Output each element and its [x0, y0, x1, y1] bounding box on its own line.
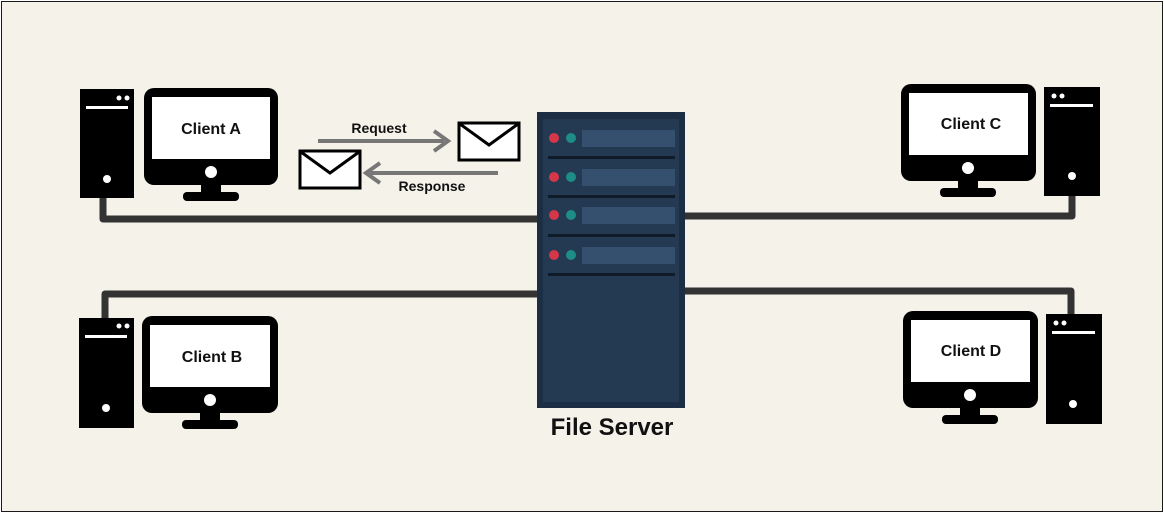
network-cables [99, 189, 1076, 324]
server-unit [548, 207, 675, 237]
client-a: Client A [80, 88, 278, 201]
response-label: Response [399, 178, 466, 194]
client-d-label: Client D [941, 343, 1001, 360]
request-arrow-icon [318, 129, 452, 153]
cable-client-c [680, 189, 1076, 220]
tower-icon [80, 89, 134, 198]
server-unit [548, 247, 675, 276]
monitor-icon [901, 84, 1036, 197]
client-d: Client D [903, 311, 1102, 424]
envelope-icon [457, 121, 521, 162]
monitor-icon [144, 88, 278, 201]
file-server: File Server [537, 112, 685, 441]
response-flow: Response [298, 149, 498, 194]
server-unit [548, 130, 675, 159]
tower-icon [1044, 87, 1100, 196]
envelope-icon [298, 149, 362, 190]
server-rack-icon [537, 112, 685, 408]
client-b-label: Client B [182, 349, 242, 366]
file-server-label: File Server [551, 414, 674, 441]
monitor-icon [142, 316, 278, 429]
server-unit [548, 169, 675, 198]
client-c-label: Client C [941, 116, 1002, 133]
cable-client-d [680, 287, 1075, 321]
request-label: Request [351, 120, 407, 136]
client-c: Client C [901, 84, 1100, 197]
request-flow: Request [318, 120, 521, 162]
tower-icon [1046, 314, 1102, 424]
response-arrow-icon [362, 161, 498, 185]
client-b: Client B [79, 316, 278, 429]
cable-client-b [101, 290, 543, 324]
monitor-icon [903, 311, 1038, 424]
client-a-label: Client A [181, 121, 241, 138]
cable-client-a [99, 191, 543, 223]
tower-icon [79, 318, 134, 428]
